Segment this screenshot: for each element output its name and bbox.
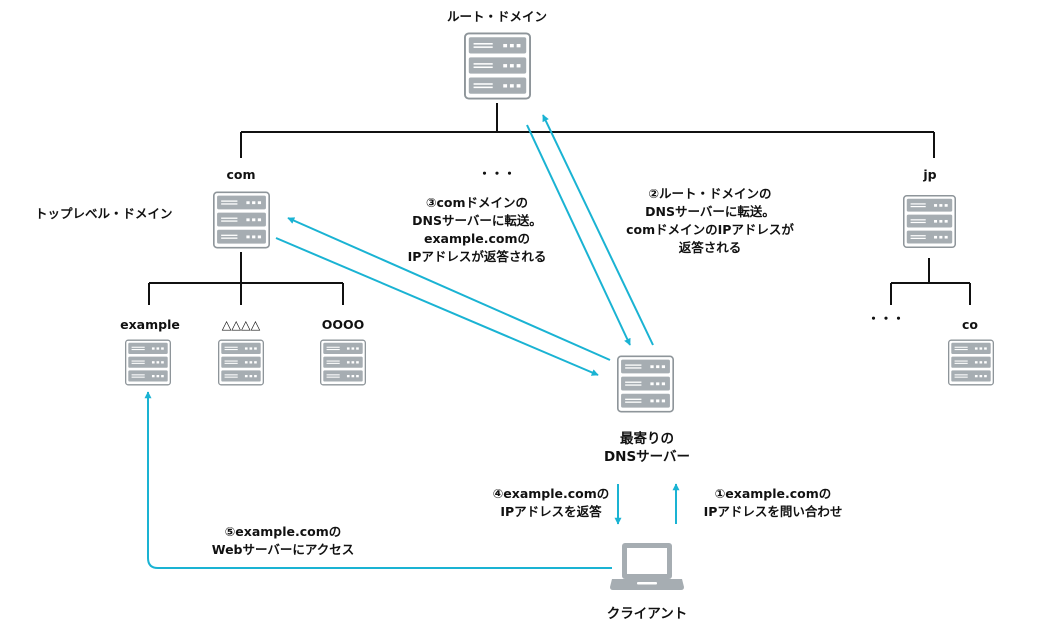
co-label: co [962,317,978,332]
nearest-dns-server-icon [617,355,674,413]
arrow-dns-to-com [287,217,611,361]
nearest-dns-server-label: 最寄りの DNSサーバー [603,431,691,465]
jp-server-icon [903,194,956,249]
com-label: com [226,167,256,182]
step5-label: ⑤example.comの Webサーバーにアクセス [211,524,355,557]
client-laptop-icon [610,543,684,590]
com-server-icon [213,191,270,249]
example-label: example [120,317,180,332]
root-domain-label: ルート・ドメイン [446,9,547,24]
arrow-dns-to-root [542,114,654,346]
step3-label: ③comドメインの DNSサーバーに転送。 example.comの IPアドレ… [407,195,547,264]
query-arrows [144,114,680,569]
step2-label: ②ルート・ドメインの DNSサーバーに転送。 comドメインのIPアドレスが 返… [626,186,794,255]
root-server-icon [464,32,531,100]
co-server-icon [948,339,994,386]
client-label: クライアント [606,606,688,622]
arrow-client-to-example [144,391,612,569]
circle-domain-label: OOOO [321,317,365,332]
jp-ellipsis-label: ・・・ [867,311,905,326]
arrow-root-to-dns [526,124,631,346]
example-server-icon [125,339,171,386]
step4-label: ④example.comの IPアドレスを返答 [492,486,610,519]
arrow-com-to-dns [275,237,599,376]
triangle-server-icon [218,339,264,386]
top-level-domain-label: トップレベル・ドメイン [35,206,173,221]
jp-label: jp [923,167,937,182]
step1-label: ①example.comの IPアドレスを問い合わせ [703,486,843,519]
circle-server-icon [320,339,366,386]
middle-ellipsis-label: ・・・ [478,166,516,181]
triangle-domain-label: △△△△ [221,317,261,332]
tree-lines [148,103,971,305]
